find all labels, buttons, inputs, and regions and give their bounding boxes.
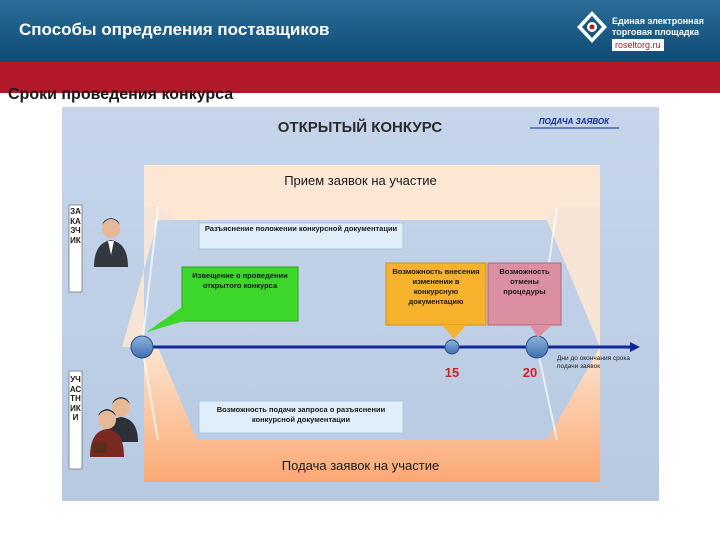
timeline-arrowhead bbox=[630, 342, 640, 352]
diagram-graphics bbox=[62, 107, 659, 501]
top-band-label: Прием заявок на участие bbox=[284, 173, 437, 188]
bottom-band-label: Подача заявок на участие bbox=[281, 458, 440, 473]
participants-people-icon bbox=[90, 397, 138, 457]
timeline-start-node bbox=[130, 335, 154, 359]
timeline-axis-label: Дни до окончания срока подачи заявок bbox=[557, 355, 631, 370]
customer-vertical-label: ЗАКАЗЧИК bbox=[70, 207, 81, 245]
logo-line2: торговая площадка bbox=[612, 27, 700, 37]
participants-vertical-label: УЧАСТНИКИ bbox=[69, 375, 82, 423]
logo-line1: Единая электронная bbox=[612, 16, 704, 26]
timeline-node-15 bbox=[444, 339, 460, 355]
clarification-box-bg bbox=[198, 222, 404, 250]
cancel-box-bg bbox=[487, 262, 562, 326]
marker-15-label: 15 bbox=[444, 365, 460, 380]
page-title: Способы определения поставщиков bbox=[19, 20, 330, 39]
changes-box-bg bbox=[385, 262, 487, 326]
notice-box-text: Извещение о проведении открытого конкурс… bbox=[192, 271, 288, 290]
slide-subtitle: Сроки проведения конкурса bbox=[8, 86, 234, 103]
logo-icon bbox=[577, 11, 607, 43]
changes-box-text: Возможность внесения изменении в конкурс… bbox=[392, 267, 480, 306]
logo-url[interactable]: roseltorg.ru bbox=[612, 39, 664, 51]
diagram-title: ОТКРЫТЫЙ КОНКУРС bbox=[277, 119, 443, 136]
request-box-text: Возможность подачи запроса о разъяснении… bbox=[216, 405, 386, 424]
red-accent-bar bbox=[0, 62, 720, 93]
customer-label-strip bbox=[68, 204, 83, 293]
changes-callout-tail bbox=[442, 325, 466, 339]
left-band-edge bbox=[122, 207, 177, 347]
marker-20-label: 20 bbox=[522, 365, 538, 380]
request-box-bg bbox=[198, 400, 404, 434]
notice-box-bg bbox=[181, 266, 299, 322]
cancel-box-text: Возможность отмены процедуры bbox=[499, 267, 550, 296]
right-band-edge bbox=[547, 207, 600, 347]
tender-timeline-diagram: ОТКРЫТЫЙ КОНКУРС ПОДАЧА ЗАЯВОК Прием зая… bbox=[62, 107, 659, 501]
customer-person-icon bbox=[94, 218, 128, 267]
top-band-shape bbox=[144, 165, 600, 220]
timeline-node-20 bbox=[525, 335, 549, 359]
roseltorg-logo[interactable]: Единая электронная торговая площадка ros… bbox=[576, 10, 706, 52]
clarification-box-text: Разъяснение положении конкурсной докумен… bbox=[204, 224, 398, 233]
cancel-callout-tail bbox=[530, 325, 552, 338]
corner-label: ПОДАЧА ЗАЯВОК bbox=[538, 117, 610, 126]
header-bar: Способы определения поставщиков Единая э… bbox=[0, 0, 720, 62]
bottom-band-shape bbox=[144, 347, 600, 482]
participants-label-strip bbox=[68, 370, 83, 470]
